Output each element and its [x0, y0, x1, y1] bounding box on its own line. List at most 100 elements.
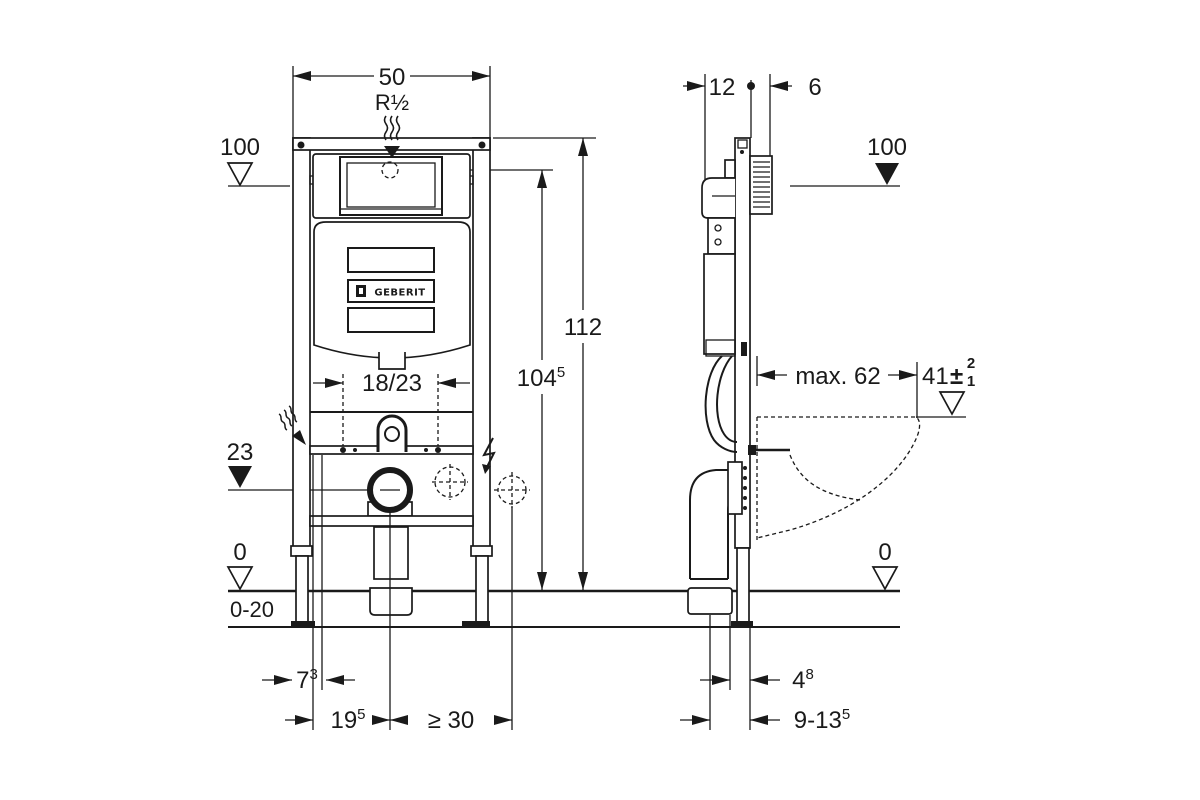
- wall-range-value: 9-13: [794, 707, 842, 734]
- flush-pipe-inner: [716, 355, 738, 443]
- wall-axis-dot: [747, 82, 755, 90]
- side-level-top-label: 100: [867, 134, 907, 161]
- front-view: GEBERIT: [220, 64, 602, 734]
- frame-bolt-right: [478, 141, 486, 149]
- outlet-height-sup: 5: [557, 364, 565, 381]
- bowl-level-triangle: [938, 391, 966, 416]
- side-level-floor-label: 0: [878, 539, 891, 566]
- bolt-head: [748, 445, 756, 455]
- foot-plate-right: [462, 621, 490, 626]
- lightning-arrow-icon: [482, 464, 491, 474]
- bowl-height-minus: 1: [967, 373, 975, 390]
- collar-stud-3: [743, 486, 747, 490]
- side-bottom-dimensions: [680, 615, 780, 730]
- pipe-offset-value: 4: [792, 667, 805, 694]
- side-view: 12 6 100 max. 62 41 ± 2 1 0 48 9-135: [680, 74, 975, 734]
- outlet-height-label: 1045: [517, 364, 565, 392]
- bowl-height-pm: ±: [950, 363, 963, 390]
- level-outlet-label: 23: [227, 439, 254, 466]
- front-labels: 50 R½ 100 23 0 0-20 18/23 1045 112 73 19…: [220, 64, 602, 734]
- wall-range-sup: 5: [842, 706, 850, 723]
- flush-pipe-connector: [749, 155, 773, 215]
- supply-point-dashed-circle: [381, 161, 399, 179]
- side-level-top-triangle: [875, 163, 899, 185]
- elbow-outer: [689, 469, 742, 579]
- drain-assembly: [309, 515, 474, 616]
- side-cistern-middle: [707, 217, 736, 255]
- outlet-offset-value: 19: [330, 707, 357, 734]
- wall-range-label: 9-135: [794, 706, 850, 734]
- leg-offset-label: 73: [296, 666, 318, 694]
- drain-pipe-below-floor: [369, 587, 413, 616]
- flush-pipe: [704, 355, 738, 453]
- collar-stud-4: [743, 496, 747, 500]
- foot-adjuster-left: [290, 545, 313, 557]
- span-label: 50: [379, 64, 406, 91]
- side-top-dimensions: [683, 74, 792, 182]
- connector-body: [749, 155, 773, 215]
- side-frame-clip: [741, 342, 747, 356]
- bowl-height-plus: 2: [967, 355, 975, 372]
- side-drain-below-floor: [687, 587, 733, 615]
- cistern-outlet-tab: [378, 352, 406, 370]
- water-inlet-icon: [278, 405, 298, 431]
- collar-stud-1: [743, 466, 747, 470]
- collar-stud-2: [743, 476, 747, 480]
- bowl-outline: [756, 416, 921, 539]
- bolt-right: [435, 447, 441, 453]
- side-level-floor-triangle: [871, 566, 899, 591]
- outlet-offset-label: 195: [330, 706, 365, 734]
- front-bottom-dimensions: [262, 455, 513, 730]
- bolt-spacing-label: 18/23: [362, 370, 422, 397]
- cistern: GEBERIT: [312, 153, 471, 370]
- cistern-body: [313, 221, 471, 359]
- flush-connector-ring: [384, 426, 400, 442]
- height-dimensions: [399, 137, 596, 590]
- level-top-label: 100: [220, 134, 260, 161]
- service-symbols: [278, 405, 496, 474]
- supply-connection: [381, 115, 401, 179]
- side-cistern-base: [705, 339, 736, 357]
- actuator-recess-outer: [339, 156, 443, 216]
- flush-pipe-outer: [704, 355, 738, 453]
- side-cistern: [701, 159, 736, 357]
- water-wave-icon: [383, 115, 401, 141]
- pipe-offset-label: 48: [792, 666, 814, 694]
- elbow-collar: [727, 461, 743, 515]
- frame-leg-right: [475, 555, 489, 623]
- rear-depth-label: 6: [808, 74, 821, 101]
- frame-post-right: [472, 137, 491, 549]
- side-frame-leg: [736, 547, 750, 623]
- projection-label: max. 62: [795, 363, 880, 390]
- clearance-label: ≥ 30: [428, 707, 475, 734]
- leg-offset-sup: 3: [310, 666, 318, 683]
- drain-elbow: [687, 461, 747, 615]
- frame-post-left: [292, 137, 311, 549]
- connector-ribs: [753, 161, 770, 208]
- bowl-height-value: 41: [922, 363, 949, 390]
- cistern-panel-top: [347, 247, 435, 273]
- wall-hung-bowl: [756, 416, 921, 540]
- bowl-fixing-bolt: [748, 445, 790, 455]
- side-cistern-valve-a: [714, 224, 722, 232]
- side-frame-cap: [737, 139, 748, 149]
- side-frame-bolt: [740, 150, 744, 154]
- cistern-panel-bottom: [347, 307, 435, 333]
- span-dimension: [292, 66, 491, 138]
- side-cistern-lower: [703, 253, 736, 355]
- side-frame: [731, 137, 753, 626]
- lightning-icon: [482, 437, 496, 468]
- water-inlet-arrow-icon: [292, 430, 306, 445]
- lower-rail-bar: [309, 515, 474, 527]
- bolt-left: [340, 447, 346, 453]
- side-cistern-top: [724, 159, 736, 179]
- side-cistern-upper: [701, 177, 735, 219]
- mounting-frame: [290, 137, 493, 626]
- frame-leg-left: [295, 555, 309, 623]
- level-floor-triangle: [226, 566, 254, 591]
- drain-pipe: [373, 526, 409, 580]
- bowl-inner-outline: [789, 454, 861, 501]
- logo-mark-inner: [359, 288, 363, 294]
- floor-range-label: 0-20: [230, 597, 274, 622]
